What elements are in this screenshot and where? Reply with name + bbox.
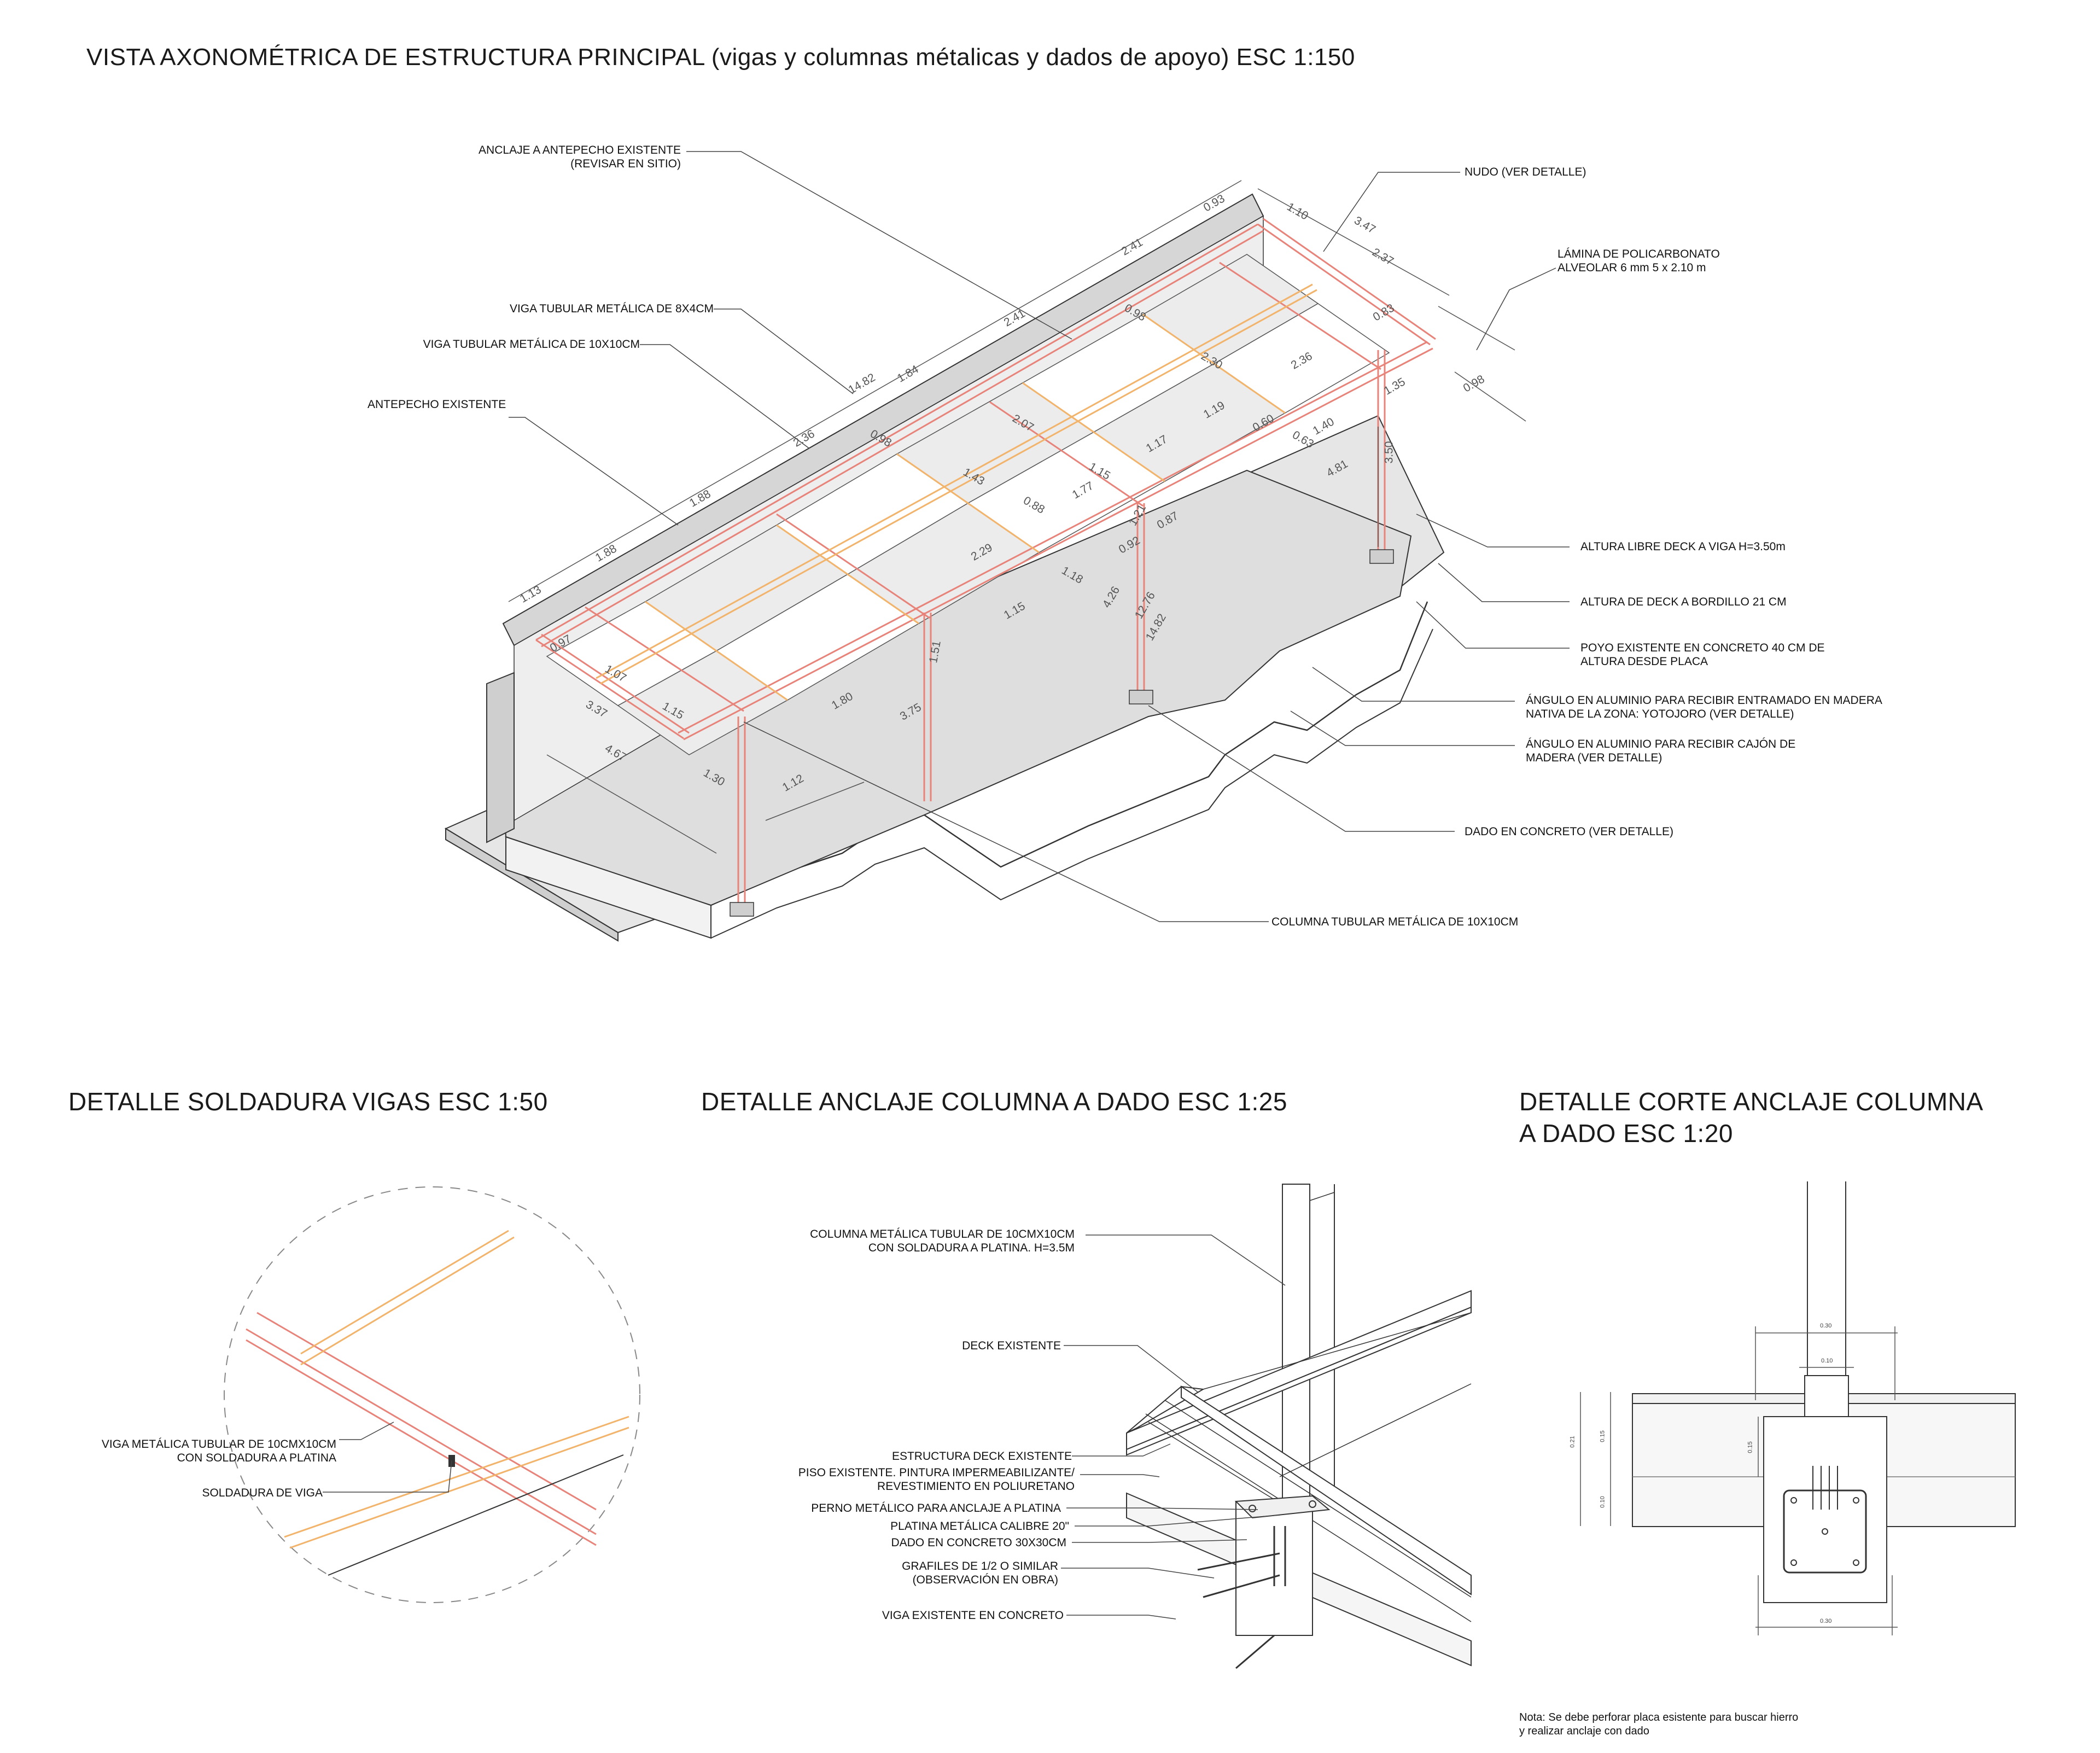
roof-panels — [546, 254, 1390, 755]
label-line: LÁMINA DE POLICARBONATO — [1558, 248, 1720, 260]
label-line: PISO EXISTENTE. PINTURA IMPERMEABILIZANT… — [798, 1466, 1075, 1479]
label-line: VIGA METÁLICA TUBULAR DE 10CMX10CM — [101, 1438, 336, 1451]
weld-beam-secondary — [284, 1230, 629, 1549]
label-anclaje-antepecho: ANCLAJE A ANTEPECHO EXISTENTE (REVISAR E… — [479, 143, 681, 171]
label-deck-existente: DECK EXISTENTE — [962, 1339, 1061, 1352]
label-grafiles: GRAFILES DE 1/2 O SIMILAR (OBSERVACIÓN E… — [902, 1559, 1058, 1587]
section-dim-label: 0.10 — [1821, 1358, 1833, 1364]
anchor-leaders — [1061, 1234, 1286, 1620]
label-estructura-deck: ESTRUCTURA DECK EXISTENTE — [891, 1450, 1072, 1463]
section-bars — [1812, 1466, 1838, 1510]
label-line: REVESTIMIENTO EN POLIURETANO — [877, 1480, 1075, 1493]
label-platina: PLATINA METÁLICA CALIBRE 20" — [890, 1520, 1069, 1533]
section-column — [1807, 1181, 1846, 1378]
label-line: ALTURA DESDE PLACA — [1580, 655, 1708, 668]
label-perno: PERNO METÁLICO PARA ANCLAJE A PLATINA — [811, 1502, 1061, 1515]
section-dim-label: 0.15 — [1747, 1441, 1754, 1453]
label-line: GRAFILES DE 1/2 O SIMILAR — [902, 1560, 1058, 1573]
secondary-beams — [596, 283, 1317, 701]
label-dado-30x30: DADO EN CONCRETO 30X30CM — [891, 1536, 1066, 1549]
section-anchor-plate — [1783, 1489, 1867, 1574]
label-line: ALVEOLAR 6 mm 5 x 2.10 m — [1558, 261, 1706, 274]
label-angulo-cajon: ÁNGULO EN ALUMINIO PARA RECIBIR CAJÓN DE… — [1526, 737, 1795, 765]
section-dim-lines — [1580, 1326, 1898, 1635]
label-viga-metalica-weld: VIGA METÁLICA TUBULAR DE 10CMX10CM CON S… — [102, 1437, 336, 1465]
concrete-dados — [730, 549, 1394, 917]
weld-detail-title: DETALLE SOLDADURA VIGAS ESC 1:50 — [68, 1087, 548, 1116]
dimension-lines — [508, 180, 1526, 854]
section-dim-label: 0.21 — [1569, 1436, 1576, 1448]
leader-lines — [509, 151, 1570, 922]
main-view-title: VISTA AXONOMÉTRICA DE ESTRUCTURA PRINCIP… — [86, 44, 1355, 71]
perno — [1309, 1500, 1316, 1508]
label-piso-existente: PISO EXISTENTE. PINTURA IMPERMEABILIZANT… — [798, 1466, 1075, 1493]
label-viga-10x10: VIGA TUBULAR METÁLICA DE 10X10CM — [423, 338, 640, 351]
section-dim-label: 0.10 — [1599, 1496, 1606, 1508]
label-viga-8x4: VIGA TUBULAR METÁLICA DE 8X4CM — [509, 302, 714, 315]
grafiles — [1197, 1526, 1286, 1669]
deck-floor — [502, 469, 1412, 906]
platina — [1234, 1495, 1331, 1519]
section-note: Nota: Se debe perforar placa esistente p… — [1519, 1711, 1798, 1738]
label-line: MADERA (VER DETALLE) — [1526, 752, 1662, 764]
main-beams — [535, 218, 1436, 741]
perno — [1249, 1505, 1256, 1512]
label-line: NATIVA DE LA ZONA: YOTOJORO (VER DETALLE… — [1526, 708, 1794, 720]
section-platina — [1804, 1375, 1849, 1417]
label-antepecho-existente: ANTEPECHO EXISTENTE — [368, 398, 506, 411]
label-line: CON SOLDADURA A PLATINA — [177, 1452, 336, 1464]
poyo-wall-lower-outline — [710, 628, 1433, 939]
section-detail-title-line2: A DADO ESC 1:20 — [1519, 1119, 1733, 1148]
ground-slab-edge — [445, 828, 619, 942]
weld-leaders — [323, 1422, 452, 1493]
poyo-wall-outline — [710, 601, 1428, 906]
deck-plank-lines — [1145, 1312, 1472, 1622]
weld-ground-line — [328, 1454, 624, 1576]
label-altura-deck: ALTURA DE DECK A BORDILLO 21 CM — [1580, 596, 1787, 608]
label-line: COLUMNA METÁLICA TUBULAR DE 10CMX10CM — [810, 1228, 1075, 1241]
anchor-detail-title: DETALLE ANCLAJE COLUMNA A DADO ESC 1:25 — [701, 1087, 1287, 1116]
section-dim-label: 0.30 — [1820, 1323, 1832, 1329]
label-line: ÁNGULO EN ALUMINIO PARA RECIBIR CAJÓN DE — [1526, 738, 1796, 750]
label-soldadura-viga: SOLDADURA DE VIGA — [202, 1487, 323, 1499]
label-poyo-existente: POYO EXISTENTE EN CONCRETO 40 CM DE ALTU… — [1580, 641, 1825, 668]
label-line: ANCLAJE A ANTEPECHO EXISTENTE — [479, 144, 681, 156]
label-columna-tubular: COLUMNA TUBULAR METÁLICA DE 10X10CM — [1271, 916, 1519, 928]
deck-planks — [1126, 1290, 1472, 1595]
label-angulo-entramado: ÁNGULO EN ALUMINIO PARA RECIBIR ENTRAMAD… — [1526, 694, 1882, 721]
section-detail-title-line1: DETALLE CORTE ANCLAJE COLUMNA — [1519, 1087, 1984, 1116]
detail-circle — [224, 1186, 640, 1603]
label-line: (OBSERVACIÓN EN OBRA) — [912, 1574, 1058, 1586]
section-dim-label: 0.15 — [1599, 1430, 1606, 1442]
note-line: Nota: Se debe perforar placa esistente p… — [1519, 1711, 1799, 1723]
label-line: ÁNGULO EN ALUMINIO PARA RECIBIR ENTRAMAD… — [1526, 694, 1882, 707]
label-line: POYO EXISTENTE EN CONCRETO 40 CM DE — [1580, 642, 1825, 654]
section-dim-label: 0.30 — [1820, 1618, 1832, 1624]
label-altura-libre: ALTURA LIBRE DECK A VIGA H=3.50m — [1580, 540, 1786, 553]
label-viga-existente: VIGA EXISTENTE EN CONCRETO — [882, 1609, 1064, 1622]
label-columna-metalica: COLUMNA METÁLICA TUBULAR DE 10CMX10CM CO… — [810, 1227, 1075, 1255]
note-line: y realizar anclaje con dado — [1519, 1725, 1649, 1737]
label-line: (REVISAR EN SITIO) — [570, 158, 681, 170]
label-lamina-policarbonato: LÁMINA DE POLICARBONATO ALVEOLAR 6 mm 5 … — [1558, 247, 1720, 275]
label-dado-concreto: DADO EN CONCRETO (VER DETALLE) — [1465, 825, 1673, 838]
label-line: CON SOLDADURA A PLATINA. H=3.5M — [868, 1242, 1075, 1254]
end-wall — [486, 672, 515, 843]
label-nudo: NUDO (VER DETALLE) — [1465, 166, 1586, 178]
section-bolts — [1790, 1497, 1859, 1566]
